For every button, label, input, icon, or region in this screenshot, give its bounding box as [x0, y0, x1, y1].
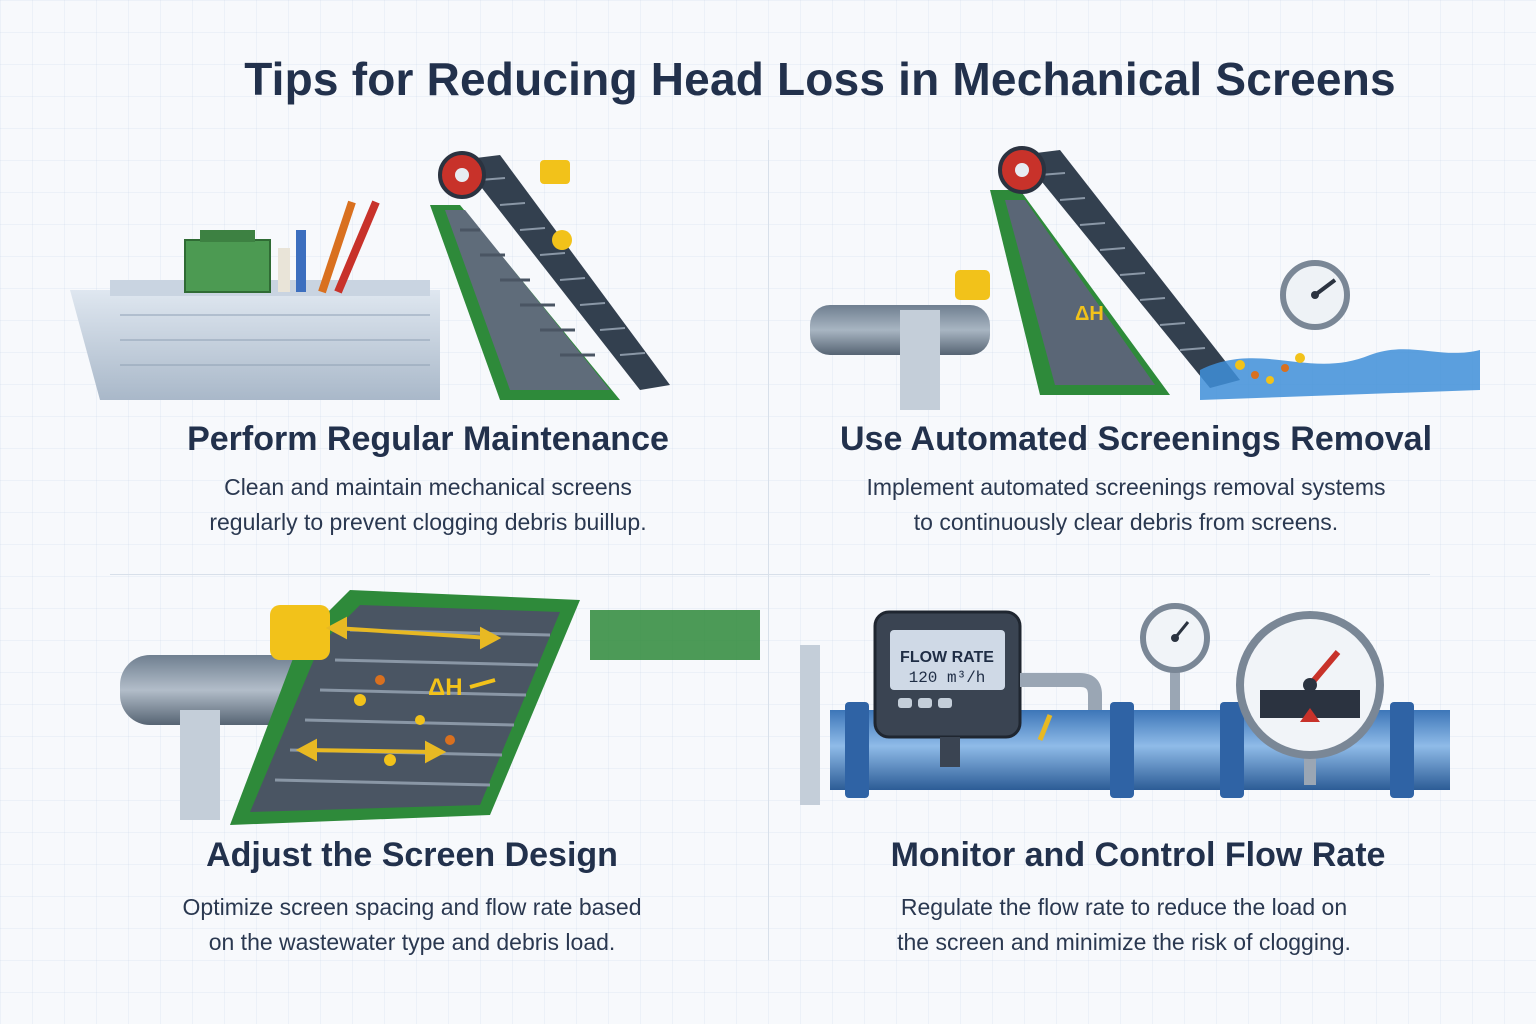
head-loss-label: ΔH	[428, 674, 463, 701]
tip-description-line: Clean and maintain mechanical screens	[224, 474, 632, 500]
tip-heading: Use Automated Screenings Removal	[839, 420, 1433, 458]
tip-description: Implement automated screenings removal s…	[766, 470, 1486, 540]
flow-rate-illustration: FLOW RATE 120 m³/h	[800, 603, 1450, 805]
pressure-gauge-icon	[1280, 260, 1350, 330]
tip-description-line: to continuously clear debris from screen…	[913, 509, 1339, 535]
tip-description: Optimize screen spacing and flow rate ba…	[52, 890, 772, 960]
toolbox-icon	[184, 230, 271, 293]
water-flow	[1200, 349, 1480, 400]
tip-description: Clean and maintain mechanical screens re…	[68, 470, 788, 540]
tip-heading: Adjust the Screen Design	[206, 836, 618, 874]
tools-icon	[278, 200, 380, 294]
tip-description-line: on the wastewater type and debris load.	[208, 929, 616, 955]
tip-description-line: Regulate the flow rate to reduce the loa…	[900, 894, 1348, 920]
page-title: Tips for Reducing Head Loss in Mechanica…	[244, 53, 1396, 105]
flow-meter-value: 120 m³/h	[909, 669, 986, 687]
tip-heading: Perform Regular Maintenance	[187, 420, 669, 458]
screen-conveyor	[430, 151, 670, 400]
tip-heading: Monitor and Control Flow Rate	[890, 836, 1386, 874]
tip-description-line: regularly to prevent clogging debris bui…	[209, 509, 647, 535]
tip-panel-maintenance: Perform Regular Maintenance Clean and ma…	[60, 130, 780, 550]
maintenance-illustration	[70, 151, 670, 400]
tip-description: Regulate the flow rate to reduce the loa…	[764, 890, 1484, 960]
pressure-gauge-icon	[1140, 603, 1210, 710]
tip-description-line: Implement automated screenings removal s…	[866, 474, 1386, 500]
horizontal-divider	[110, 574, 1430, 575]
spacing-arrow-icon	[295, 616, 502, 764]
tip-description-line: the screen and minimize the risk of clog…	[897, 929, 1351, 955]
head-loss-label: ΔH	[1075, 303, 1104, 325]
tip-panel-automated-removal: ΔH Use Automated Screenings Removal Impl…	[790, 130, 1510, 550]
automated-removal-illustration: ΔH	[810, 146, 1480, 410]
tip-panel-screen-design: ΔH Adjust the Screen Design Optimize scr…	[60, 580, 780, 1000]
vertical-divider	[768, 140, 769, 960]
screen-conveyor	[230, 590, 760, 825]
tip-description-line: Optimize screen spacing and flow rate ba…	[182, 894, 642, 920]
flow-meter-label: FLOW RATE	[900, 649, 994, 666]
screen-conveyor: ΔH	[955, 146, 1240, 395]
tip-panel-flow-rate: FLOW RATE 120 m³/h Monitor and Control F…	[790, 590, 1510, 1010]
pressure-gauge-large-icon	[1236, 611, 1384, 785]
screen-design-illustration: ΔH	[120, 590, 760, 825]
